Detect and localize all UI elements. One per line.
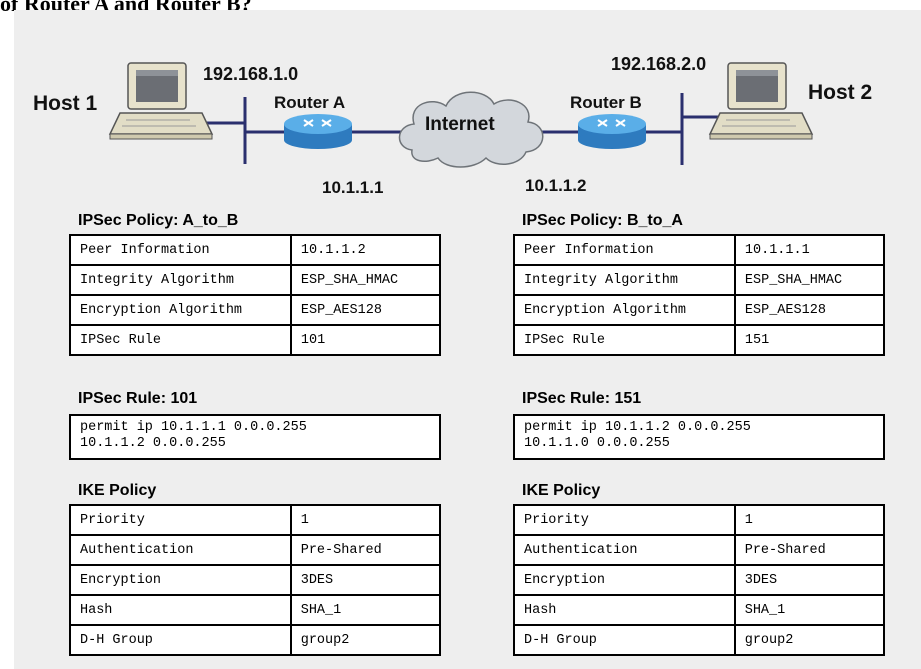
table-key: D-H Group — [513, 624, 736, 656]
router-a-ip-label: 10.1.1.1 — [322, 178, 384, 197]
internet-cloud-icon — [398, 91, 544, 168]
table-value: 3DES — [289, 564, 442, 596]
table-key: Peer Information — [69, 234, 292, 266]
left-ipsec-policy-title: IPSec Policy: A_to_B — [78, 212, 239, 229]
table-key: IPSec Rule — [513, 324, 736, 356]
host1-label: Host 1 — [33, 92, 98, 115]
router-a-icon — [284, 114, 352, 149]
table-value: ESP_AES128 — [289, 294, 442, 326]
rule-line: 10.1.1.0 0.0.0.255 — [524, 436, 670, 451]
router-b-label: Router B — [570, 93, 642, 112]
table-key: Encryption — [513, 564, 736, 596]
network-right-label: 192.168.2.0 — [611, 54, 707, 74]
host1-computer-icon — [108, 62, 214, 140]
table-value: group2 — [289, 624, 442, 656]
table-key: Hash — [69, 594, 292, 626]
table-value: SHA_1 — [733, 594, 886, 626]
table-value: 10.1.1.2 — [289, 234, 442, 266]
table-key: Encryption Algorithm — [513, 294, 736, 326]
table-key: Hash — [513, 594, 736, 626]
table-value: Pre-Shared — [289, 534, 442, 566]
table-value: SHA_1 — [289, 594, 442, 626]
table-value: 151 — [733, 324, 886, 356]
table-value: 1 — [289, 504, 442, 536]
table-key: Authentication — [513, 534, 736, 566]
table-key: IPSec Rule — [69, 324, 292, 356]
table-key: Authentication — [69, 534, 292, 566]
network-topology — [108, 62, 814, 168]
left-ike-policy-title: IKE Policy — [78, 482, 157, 499]
internet-label: Internet — [425, 114, 495, 135]
right-ike-policy-title: IKE Policy — [522, 482, 601, 499]
rule-line: permit ip 10.1.1.2 0.0.0.255 — [524, 420, 751, 435]
table-key: Peer Information — [513, 234, 736, 266]
right-ipsec-rule-title: IPSec Rule: 151 — [522, 390, 642, 407]
rule-line: permit ip 10.1.1.1 0.0.0.255 — [80, 420, 307, 435]
table-value: 1 — [733, 504, 886, 536]
table-value: 10.1.1.1 — [733, 234, 886, 266]
table-key: Encryption Algorithm — [69, 294, 292, 326]
left-ipsec-rule-box: permit ip 10.1.1.1 0.0.0.255 10.1.1.2 0.… — [69, 414, 441, 460]
host2-label: Host 2 — [808, 81, 873, 104]
router-a-label: Router A — [274, 93, 346, 112]
table-key: Integrity Algorithm — [69, 264, 292, 296]
table-value: Pre-Shared — [733, 534, 886, 566]
table-value: ESP_SHA_HMAC — [733, 264, 886, 296]
table-value: ESP_SHA_HMAC — [289, 264, 442, 296]
left-ipsec-rule-title: IPSec Rule: 101 — [78, 390, 198, 407]
table-value: 3DES — [733, 564, 886, 596]
table-key: Encryption — [69, 564, 292, 596]
host2-computer-icon — [708, 62, 814, 140]
right-ipsec-rule-box: permit ip 10.1.1.2 0.0.0.255 10.1.1.0 0.… — [513, 414, 885, 460]
table-key: Priority — [69, 504, 292, 536]
rule-line: 10.1.1.2 0.0.0.255 — [80, 436, 226, 451]
table-value: group2 — [733, 624, 886, 656]
table-value: 101 — [289, 324, 442, 356]
right-ipsec-policy-title: IPSec Policy: B_to_A — [522, 212, 683, 229]
table-key: D-H Group — [69, 624, 292, 656]
table-key: Integrity Algorithm — [513, 264, 736, 296]
table-key: Priority — [513, 504, 736, 536]
router-b-icon — [578, 114, 646, 149]
router-b-ip-label: 10.1.1.2 — [525, 176, 587, 195]
network-left-label: 192.168.1.0 — [203, 64, 299, 84]
table-value: ESP_AES128 — [733, 294, 886, 326]
